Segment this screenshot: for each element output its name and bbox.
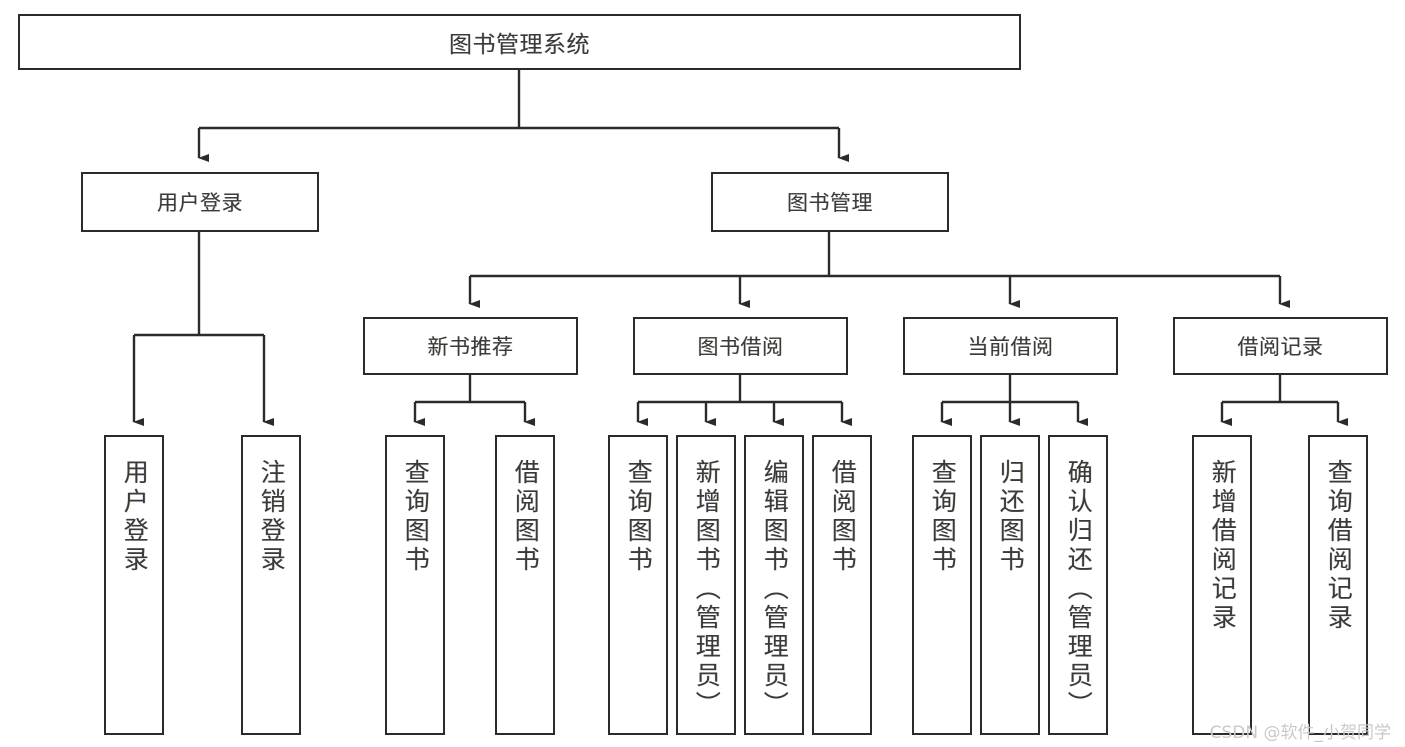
node-label: 查询图书 xyxy=(401,459,431,575)
node-new-book-recommend[interactable]: 新书推荐 xyxy=(363,317,578,375)
watermark-text: CSDN @软件_小贺同学 xyxy=(1209,723,1391,743)
node-label: 新书推荐 xyxy=(427,335,514,359)
node-label: 归还图书 xyxy=(996,459,1026,575)
leaf-recommend-borrow-book[interactable]: 借阅图书 xyxy=(495,435,555,735)
leaf-user-login-login[interactable]: 用户登录 xyxy=(104,435,164,735)
leaf-recommend-query-book[interactable]: 查询图书 xyxy=(385,435,445,735)
node-book-management[interactable]: 图书管理 xyxy=(711,172,949,232)
node-root-system[interactable]: 图书管理系统 xyxy=(18,14,1021,70)
leaf-current-confirm-return-admin[interactable]: 确认归还（管理员） xyxy=(1048,435,1108,735)
node-borrow-record[interactable]: 借阅记录 xyxy=(1173,317,1388,375)
leaf-borrow-borrow-book[interactable]: 借阅图书 xyxy=(812,435,872,735)
leaf-borrow-query-book[interactable]: 查询图书 xyxy=(608,435,668,735)
node-label: 编辑图书（管理员） xyxy=(760,459,790,720)
leaf-record-add-record[interactable]: 新增借阅记录 xyxy=(1192,435,1252,735)
node-label: 图书管理 xyxy=(787,191,873,215)
node-book-borrow[interactable]: 图书借阅 xyxy=(633,317,848,375)
node-label: 图书管理系统 xyxy=(449,32,590,58)
node-label: 确认归还（管理员） xyxy=(1064,459,1094,720)
node-label: 用户登录 xyxy=(157,191,243,215)
leaf-record-query-record[interactable]: 查询借阅记录 xyxy=(1308,435,1368,735)
node-label: 借阅图书 xyxy=(511,459,541,575)
node-label: 借阅记录 xyxy=(1237,335,1324,359)
leaf-borrow-add-book-admin[interactable]: 新增图书（管理员） xyxy=(676,435,736,735)
node-user-login[interactable]: 用户登录 xyxy=(81,172,319,232)
node-label: 图书借阅 xyxy=(697,335,784,359)
node-label: 新增图书（管理员） xyxy=(692,459,722,720)
node-label: 新增借阅记录 xyxy=(1208,459,1238,633)
leaf-borrow-edit-book-admin[interactable]: 编辑图书（管理员） xyxy=(744,435,804,735)
node-label: 注销登录 xyxy=(257,459,287,575)
leaf-current-query-book[interactable]: 查询图书 xyxy=(912,435,972,735)
node-label: 查询借阅记录 xyxy=(1324,459,1354,633)
node-label: 查询图书 xyxy=(624,459,654,575)
node-label: 用户登录 xyxy=(120,459,150,575)
node-current-borrow[interactable]: 当前借阅 xyxy=(903,317,1118,375)
leaf-user-login-logout[interactable]: 注销登录 xyxy=(241,435,301,735)
node-label: 借阅图书 xyxy=(828,459,858,575)
node-label: 查询图书 xyxy=(928,459,958,575)
node-label: 当前借阅 xyxy=(967,335,1054,359)
leaf-current-return-book[interactable]: 归还图书 xyxy=(980,435,1040,735)
